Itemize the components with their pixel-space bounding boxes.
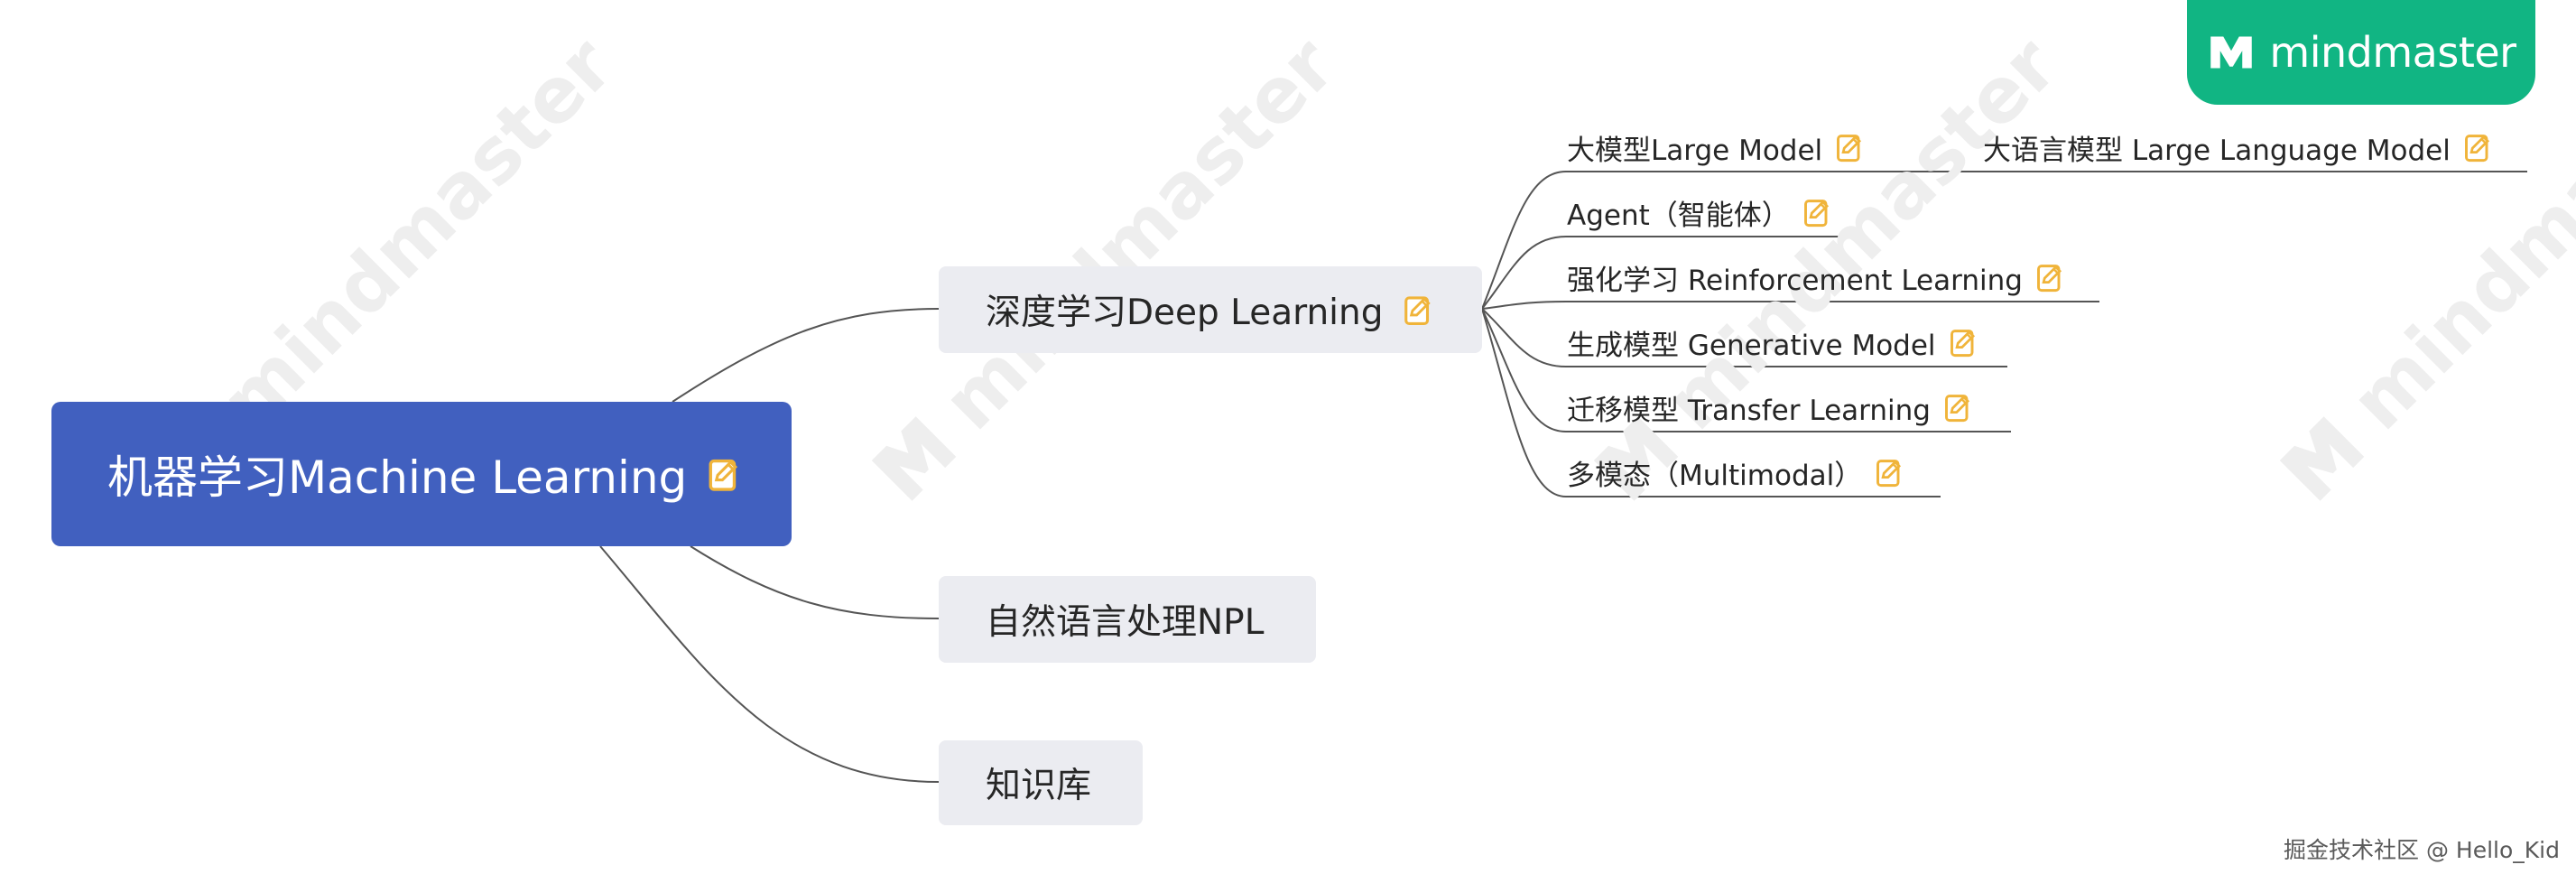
main-topic-label: 知识库: [986, 766, 1092, 806]
subtopic-label: 大模型Large Model: [1567, 134, 1823, 167]
subtopic-label: Agent（智能体）: [1567, 199, 1790, 232]
note-icon[interactable]: [2463, 131, 2494, 163]
connector-root-npl: [690, 545, 940, 619]
connector-dl-transfer: [1481, 308, 2011, 432]
note-icon[interactable]: [1802, 196, 1833, 228]
subtopic-label: 强化学习 Reinforcement Learning: [1567, 264, 2023, 297]
note-icon[interactable]: [1875, 456, 1905, 488]
brand-name: mindmaster: [2269, 28, 2516, 77]
note-icon[interactable]: [1835, 131, 1866, 163]
note-icon[interactable]: [707, 455, 743, 493]
main-topic-label: 自然语言处理NPL: [986, 602, 1265, 643]
subtopic-generative-model[interactable]: 生成模型 Generative Model: [1567, 318, 1979, 367]
footer-credit: 掘金技术社区 @ Hello_Kid: [2284, 837, 2560, 863]
subtopic-label: 迁移模型 Transfer Learning: [1567, 394, 1931, 427]
main-topic-knowledge-base[interactable]: 知识库: [939, 740, 1143, 825]
subtopic-label: 生成模型 Generative Model: [1567, 329, 1936, 362]
main-topic-deep-learning[interactable]: 深度学习Deep Learning: [939, 266, 1482, 353]
note-icon[interactable]: [2035, 261, 2066, 293]
connector-root-deep-learning: [672, 308, 940, 403]
subtopic-label: 多模态（Multimodal）: [1567, 459, 1863, 492]
connector-dl-reinforcement: [1481, 301, 2099, 310]
subtopic-multimodal[interactable]: 多模态（Multimodal）: [1567, 448, 1905, 497]
main-topic-label: 深度学习Deep Learning: [986, 293, 1384, 333]
note-icon[interactable]: [1943, 391, 1974, 423]
connector-dl-multimodal: [1481, 308, 1941, 497]
main-topic-npl[interactable]: 自然语言处理NPL: [939, 576, 1316, 663]
connector-dl-generative: [1481, 308, 2007, 367]
subtopic-agent[interactable]: Agent（智能体）: [1567, 188, 1833, 237]
root-topic-label: 机器学习Machine Learning: [107, 451, 688, 504]
subtopic-large-model[interactable]: 大模型Large Model: [1567, 123, 1866, 172]
brand-badge[interactable]: mindmaster: [2187, 0, 2535, 105]
root-topic[interactable]: 机器学习Machine Learning: [51, 402, 792, 546]
subtopic-label: 大语言模型 Large Language Model: [1983, 134, 2451, 167]
mindmaster-logo-icon: [2210, 36, 2253, 69]
subtopic-transfer-learning[interactable]: 迁移模型 Transfer Learning: [1567, 383, 1974, 432]
subtopic-large-language-model[interactable]: 大语言模型 Large Language Model: [1983, 123, 2494, 172]
connector-dl-agent: [1481, 236, 1867, 310]
connector-dl-large-model: [1481, 171, 1832, 310]
note-icon[interactable]: [1403, 293, 1435, 327]
connector-root-knowledge-base: [599, 545, 940, 783]
subtopic-reinforcement-learning[interactable]: 强化学习 Reinforcement Learning: [1567, 253, 2066, 302]
note-icon[interactable]: [1949, 326, 1979, 358]
